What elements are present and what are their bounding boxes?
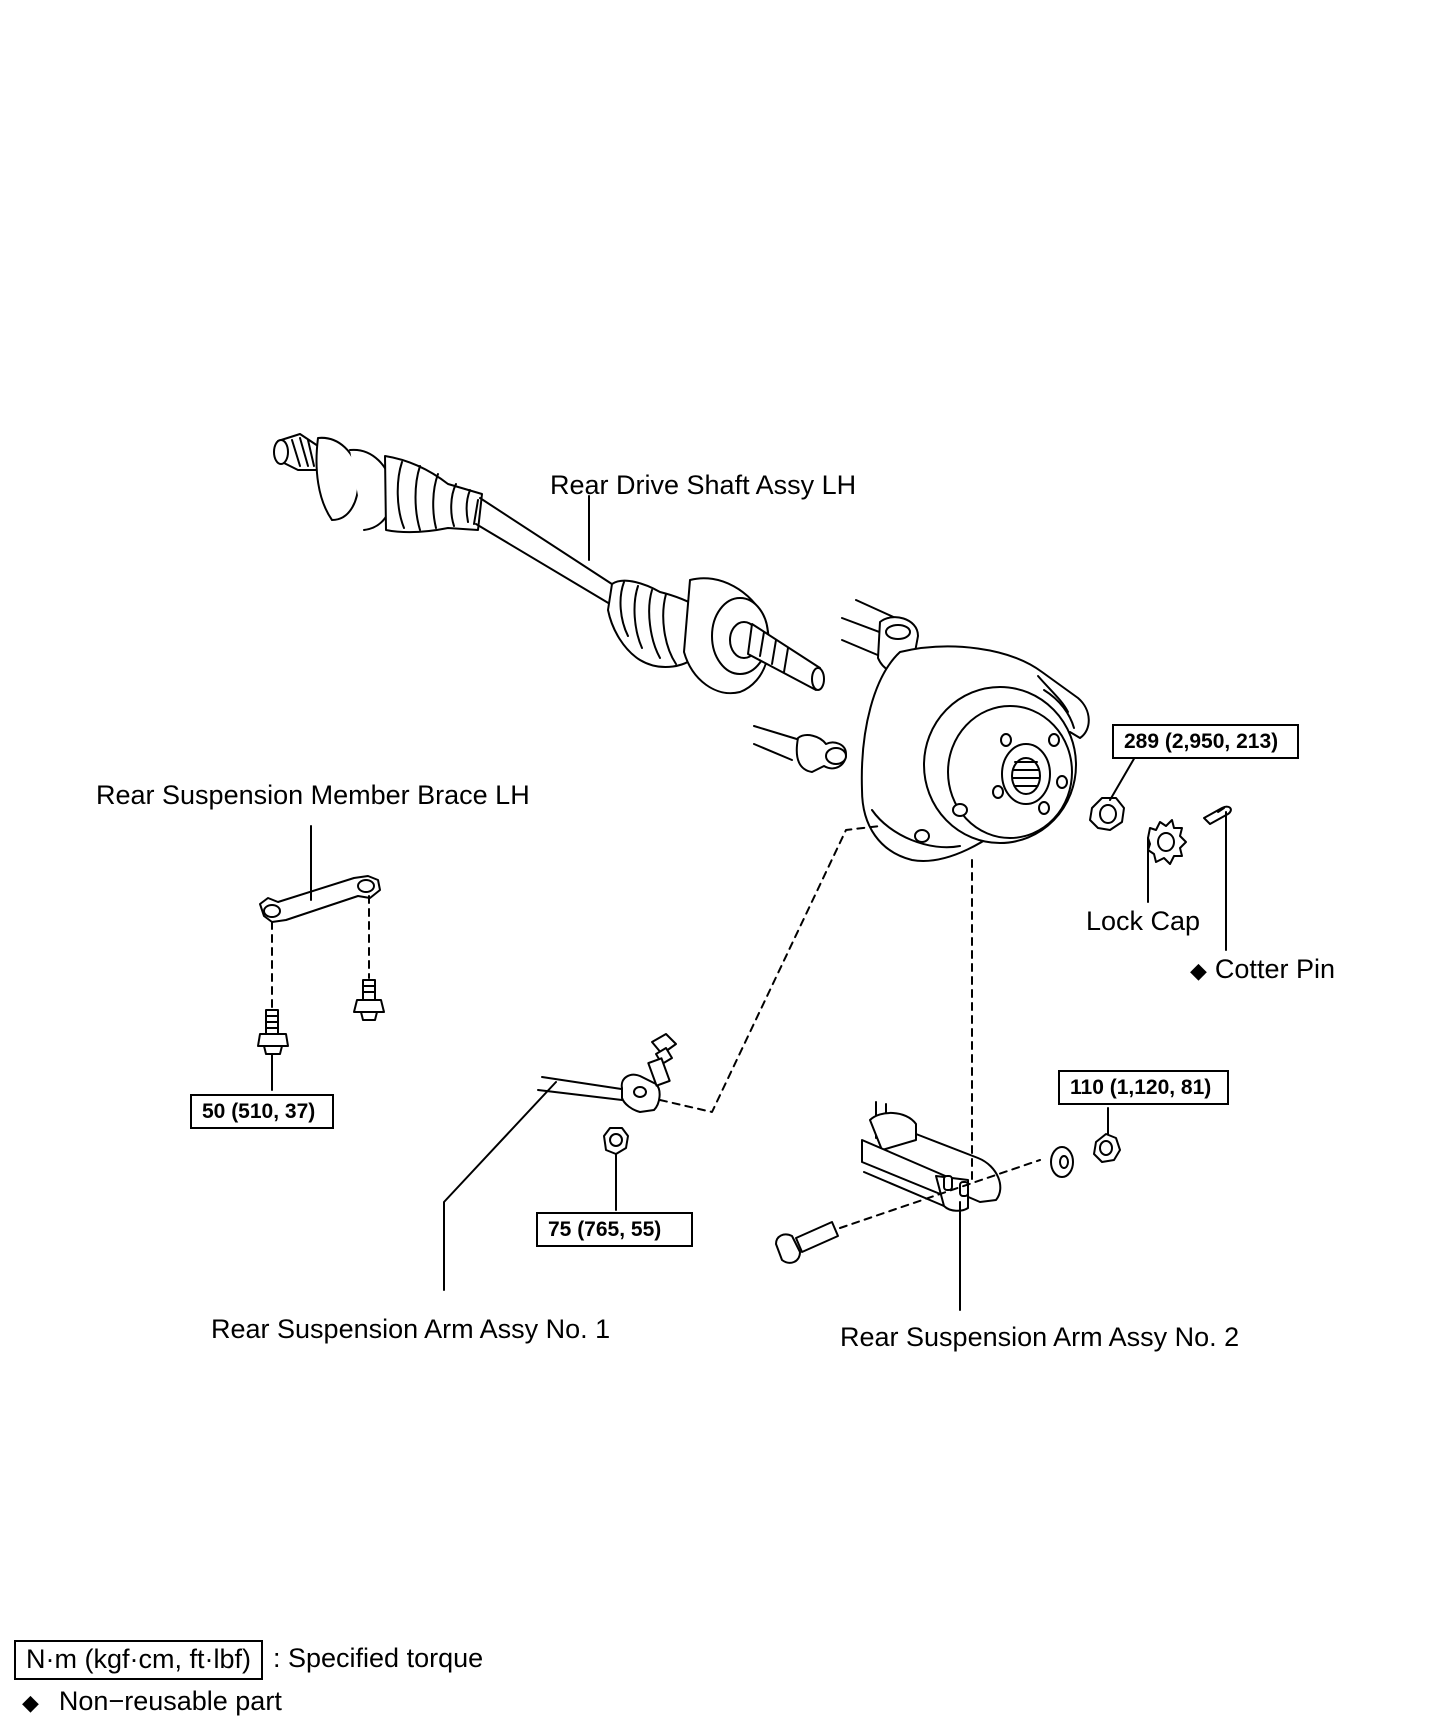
axle-nut-drawing: [1089, 797, 1125, 831]
brace-bolt-torque: 50 (510, 37): [190, 1094, 334, 1129]
diamond-icon: ◆: [1190, 958, 1207, 983]
arm2-nut-drawing: [1093, 1133, 1121, 1163]
arm2-nut-torque: 110 (1,120, 81): [1058, 1070, 1229, 1105]
arm1-bolt-drawing: [647, 1033, 677, 1087]
arm-no2-label: Rear Suspension Arm Assy No. 2: [840, 1322, 1240, 1352]
cotter-pin-label: ◆ Cotter Pin: [1190, 956, 1335, 983]
member-brace-label: Rear Suspension Member Brace LH: [96, 780, 530, 810]
lock-cap-drawing: [1147, 819, 1187, 865]
arm-no2-drawing: [861, 1101, 1002, 1212]
axle-nut-torque: 289 (2,950, 213): [1112, 724, 1299, 759]
arm2-washer-drawing: [1050, 1146, 1074, 1178]
arm1-nut-drawing: [603, 1127, 629, 1155]
arm1-nut-torque: 75 (765, 55): [536, 1212, 693, 1247]
brace-bolt-left-drawing: [257, 1009, 289, 1055]
drive-shaft-drawing: [273, 433, 825, 695]
diamond-icon: ◆: [22, 1690, 39, 1715]
legend-nonreusable-text: Non−reusable part: [58, 1686, 282, 1716]
drive-shaft-label: Rear Drive Shaft Assy LH: [550, 470, 857, 500]
brace-bolt-right-drawing: [353, 979, 385, 1021]
cotter-pin-drawing: [1203, 805, 1232, 825]
axle-carrier-drawing: [753, 599, 1090, 862]
member-brace-drawing: [259, 875, 381, 923]
arm2-bolt-drawing: [775, 1221, 839, 1264]
arm-no1-leader: [443, 1081, 557, 1291]
arm-no1-label: Rear Suspension Arm Assy No. 1: [211, 1314, 611, 1344]
axle-nut-leader: [1109, 756, 1136, 801]
legend-torque-unit: N·m (kgf·cm, ft·lbf): [14, 1640, 263, 1680]
legend-nonreusable: ◆ Non−reusable part: [22, 1688, 282, 1715]
lock-cap-label: Lock Cap: [1086, 906, 1201, 936]
arm-no1-drawing: [537, 1073, 661, 1113]
legend-torque-desc: : Specified torque: [273, 1643, 484, 1673]
cotter-pin-text: Cotter Pin: [1214, 954, 1335, 984]
